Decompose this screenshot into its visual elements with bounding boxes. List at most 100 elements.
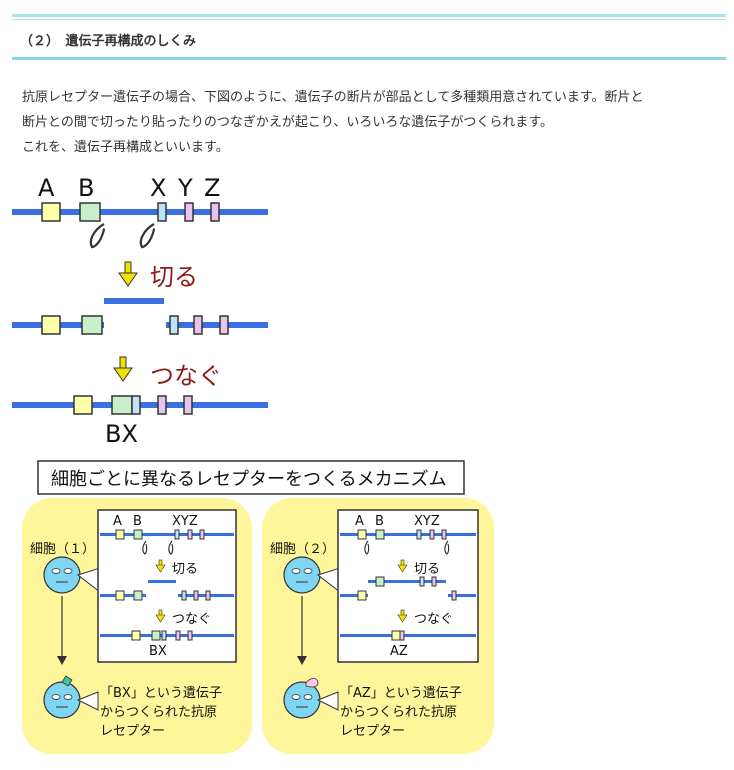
segment-y — [175, 630, 181, 641]
down-arrow-icon — [397, 609, 408, 623]
segment-a — [41, 202, 61, 222]
result-label-bx: BX — [105, 420, 138, 448]
cell2-strand-1 — [340, 533, 476, 536]
excised-fragment — [148, 580, 176, 583]
cell1-cut-label: 切る — [172, 562, 198, 577]
segment-b — [151, 630, 161, 641]
segment-x — [161, 630, 167, 641]
cell2-label-a: A — [355, 514, 364, 529]
cut-label: 切る — [150, 263, 198, 291]
segment-y — [193, 590, 199, 601]
segment-b — [375, 576, 385, 587]
cell1-strand-1 — [100, 533, 234, 536]
segment-a — [357, 529, 367, 540]
segment-x — [131, 395, 141, 415]
segment-z — [199, 529, 205, 540]
header-rule-top — [12, 14, 726, 17]
speech-pointer — [316, 691, 339, 711]
cell1-label-a: A — [113, 514, 122, 529]
segment-x — [157, 202, 167, 222]
scissor-clip-icon — [139, 223, 156, 249]
paragraph-line-1: 抗原レセプター遺伝子の場合、下図のように、遺伝子の断片が部品として多種類用意され… — [22, 90, 644, 105]
segment-b — [79, 202, 101, 222]
dna-strand-row2-right — [166, 322, 268, 328]
cell2-join-label: つなぐ — [414, 612, 453, 627]
segment-b — [133, 529, 143, 540]
segment-a — [115, 590, 125, 601]
segment-b — [111, 395, 133, 415]
cell1-caption-line-1: 「BX」という遺伝子 — [100, 686, 222, 701]
cell2-label-xyz: XYZ — [414, 514, 440, 529]
cell2-strand-2-right — [448, 594, 476, 597]
segment-label-x: X — [150, 174, 166, 202]
segment-z — [451, 590, 457, 601]
down-arrow-icon — [397, 559, 408, 573]
header-rule-bottom — [12, 57, 726, 60]
segment-b — [375, 529, 385, 540]
scissor-clip-icon — [444, 540, 450, 555]
segment-b — [133, 590, 143, 601]
cell1-result-label: BX — [149, 644, 167, 659]
segment-y — [184, 202, 194, 222]
segment-z — [219, 315, 229, 335]
excised-fragment — [368, 580, 446, 583]
segment-y — [187, 529, 193, 540]
scissor-clip-icon — [168, 540, 174, 555]
segment-b — [81, 315, 103, 335]
segment-z — [441, 529, 447, 540]
section-header: （２） 遺伝子再構成のしくみ — [12, 14, 726, 60]
segment-z — [205, 590, 211, 601]
down-arrow-icon — [155, 609, 166, 623]
segment-z — [399, 630, 405, 641]
segment-z — [187, 630, 193, 641]
segment-z — [183, 395, 193, 415]
mechanism-title-box — [37, 460, 465, 495]
segment-y — [157, 395, 167, 415]
down-arrow-icon — [155, 559, 166, 573]
cell2-caption-line-1: 「AZ」という遺伝子 — [340, 686, 462, 701]
cell2-caption-line-2: からつくられた抗原 — [340, 705, 457, 720]
segment-y — [431, 576, 437, 587]
cell-name-1: 細胞（１） — [30, 542, 95, 557]
cell1-label-xyz: XYZ — [172, 514, 198, 529]
segment-a — [357, 590, 367, 601]
cell1-caption-line-3: レセプター — [100, 724, 165, 739]
mechanism-title: 細胞ごとに異なるレセプターをつくるメカニズム — [51, 469, 447, 490]
cell-name-2: 細胞（２） — [270, 542, 335, 557]
segment-label-a: A — [38, 174, 55, 202]
segment-a — [391, 630, 401, 641]
down-arrow-icon — [118, 261, 138, 287]
paragraph-line-3: これを、遺伝子再構成といいます。 — [22, 140, 229, 155]
cell2-label-b: B — [375, 514, 384, 529]
segment-a — [41, 315, 61, 335]
segment-y — [429, 529, 435, 540]
segment-a — [131, 630, 141, 641]
receptor-cell-icon — [283, 678, 321, 719]
cell2-caption-line-3: レセプター — [340, 724, 405, 739]
segment-y — [193, 315, 203, 335]
segment-x — [169, 315, 179, 335]
cell2-result-label: AZ — [390, 644, 408, 659]
segment-label-z: Z — [204, 174, 220, 202]
excised-fragment — [104, 298, 164, 304]
segment-a — [73, 395, 93, 415]
cell-face-icon — [283, 556, 321, 594]
segment-label-b: B — [78, 174, 94, 202]
down-arrow-icon — [57, 656, 67, 665]
cell1-strand-3 — [100, 634, 234, 637]
segment-z — [210, 202, 220, 222]
segment-x — [174, 529, 180, 540]
dna-strand-row1 — [12, 209, 268, 215]
cell2-strand-3 — [340, 634, 476, 637]
join-label: つなぐ — [150, 362, 222, 390]
paragraph-line-2: 断片との間で切ったり貼ったりのつなぎかえが起こり、いろいろな遺伝子がつくられます… — [22, 115, 554, 130]
down-arrow-icon — [297, 656, 307, 665]
segment-label-y: Y — [177, 174, 193, 202]
down-arrow-icon — [113, 356, 133, 382]
scissor-clip-icon — [142, 540, 148, 555]
receptor-cell-icon — [43, 675, 81, 719]
segment-a — [115, 529, 125, 540]
cell2-cut-label: 切る — [414, 562, 440, 577]
segment-x — [416, 529, 422, 540]
